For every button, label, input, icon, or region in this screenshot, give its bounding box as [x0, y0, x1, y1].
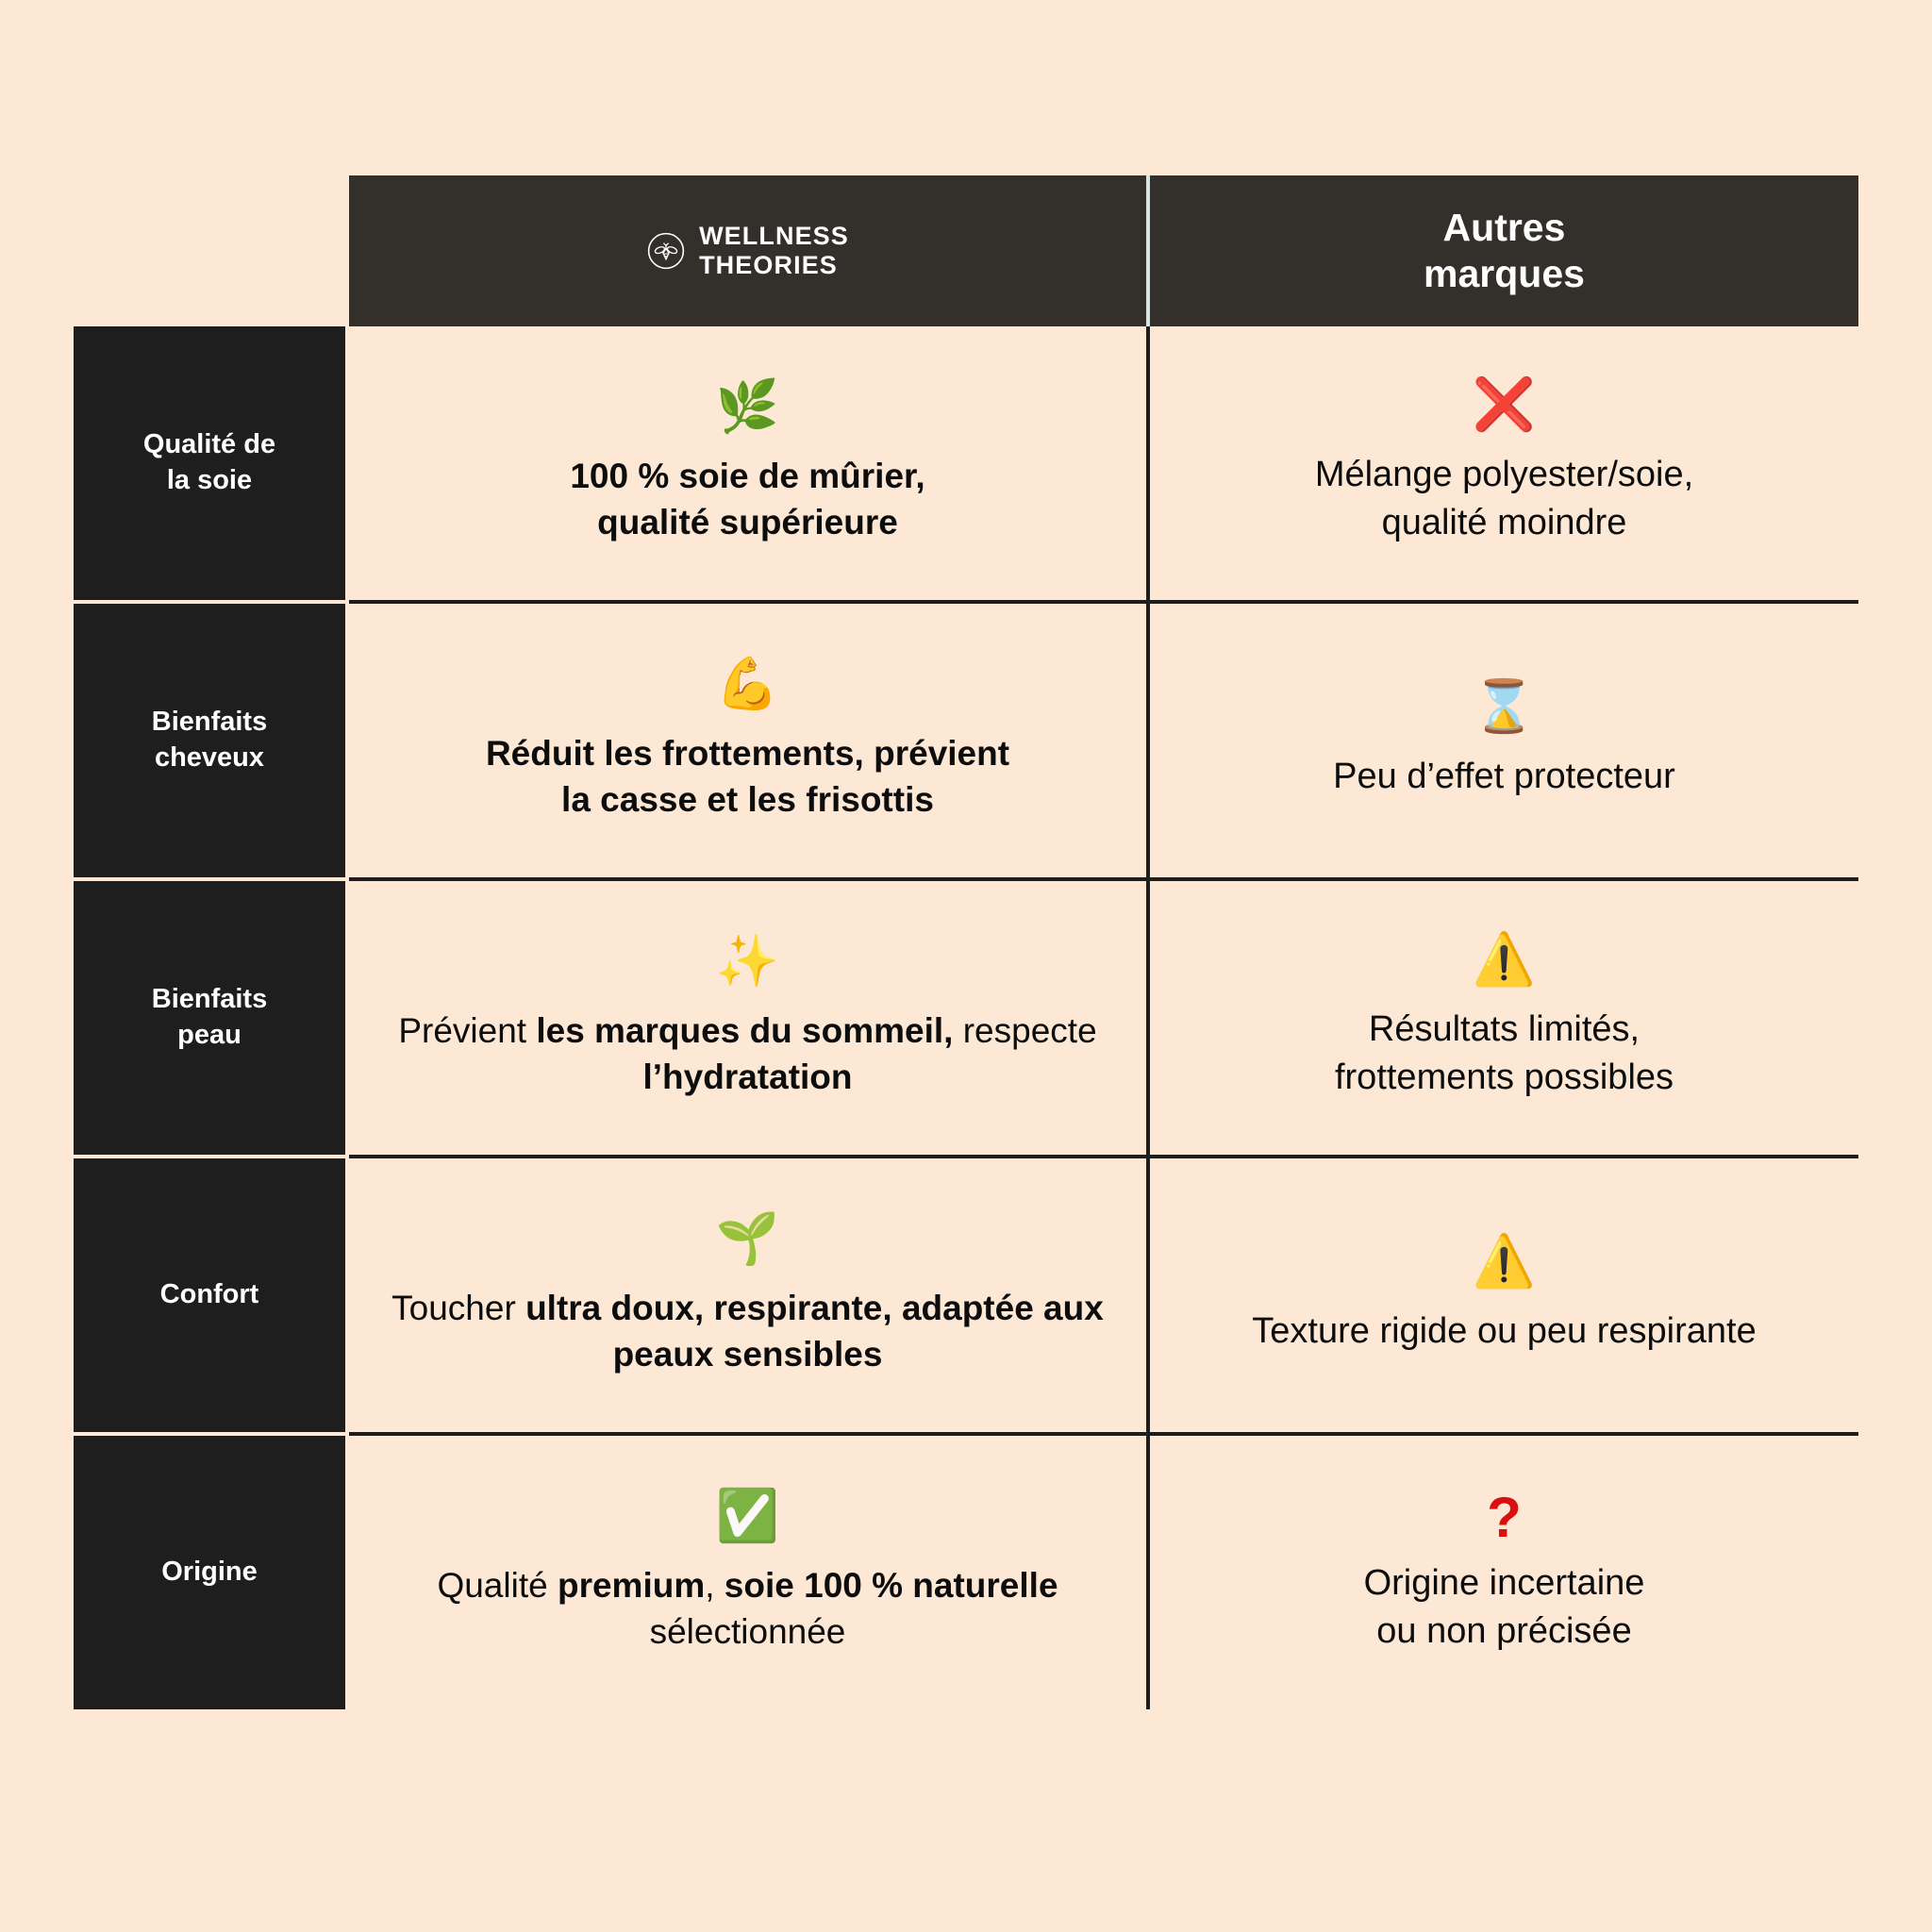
brand-lockup: WELLNESS THEORIES	[646, 222, 849, 281]
cell-brand-text: Prévient les marques du sommeil, respect…	[377, 1008, 1118, 1100]
row-divider	[1146, 1432, 1150, 1436]
row-divider	[349, 1432, 1146, 1436]
cell-brand-qualite-de-la-soie: 🌿 100 % soie de mûrier, qualité supérieu…	[349, 326, 1146, 600]
cell-brand-text: 100 % soie de mûrier, qualité supérieure	[570, 453, 924, 545]
cell-text-segment: premium	[557, 1565, 706, 1605]
sparkles-emoji-icon: ✨	[715, 932, 780, 990]
row-label-gap	[345, 1158, 349, 1432]
cell-other-text: Résultats limités, frottements possibles	[1334, 1009, 1674, 1097]
cell-other-text: Peu d’effet protecteur	[1333, 756, 1675, 796]
header-cell-other-brands: Autres marques	[1150, 175, 1858, 326]
row-label-gap	[345, 326, 349, 600]
cell-other-confort: ⚠️ Texture rigide ou peu respirante	[1150, 1158, 1858, 1432]
column-divider	[1146, 326, 1150, 600]
row-label-gap	[345, 881, 349, 1155]
cell-text-segment: qualité supérieure	[597, 503, 898, 541]
check-mark-button-emoji-icon: ✅	[715, 1487, 780, 1544]
cell-brand-origine: ✅ Qualité premium, soie 100 % naturelle …	[349, 1436, 1146, 1709]
cell-text-segment: la casse et les frisottis	[561, 780, 934, 819]
cell-brand-confort: 🌱 Toucher ultra doux, respirante, adapté…	[349, 1158, 1146, 1432]
brand-wordmark-line2: THEORIES	[699, 251, 838, 279]
row-label-gap	[345, 604, 349, 877]
row-label-bienfaits-peau: Bienfaits peau	[74, 881, 345, 1155]
header-cell-brand: WELLNESS THEORIES	[349, 175, 1146, 326]
column-divider	[1146, 604, 1150, 877]
seedling-emoji-icon: 🌱	[715, 1209, 780, 1267]
herb-emoji-icon: 🌿	[715, 377, 780, 435]
cell-other-origine: ? Origine incertaine ou non précisée	[1150, 1436, 1858, 1709]
brand-wordmark-line1: WELLNESS	[699, 221, 849, 250]
column-divider	[1146, 881, 1150, 1155]
row-label-bienfaits-cheveux: Bienfaits cheveux	[74, 604, 345, 877]
row-divider	[349, 877, 1146, 881]
cell-brand-bienfaits-peau: ✨ Prévient les marques du sommeil, respe…	[349, 881, 1146, 1155]
cell-brand-text: Réduit les frottements, prévient la cass…	[486, 730, 1009, 823]
cell-text-segment: sélectionnée	[649, 1612, 846, 1651]
cell-text-segment: l’hydratation	[642, 1058, 853, 1096]
hourglass-emoji-icon: ⌛	[1472, 677, 1537, 735]
column-divider	[1146, 1436, 1150, 1709]
comparison-table: WELLNESS THEORIES Autres marques Qualité…	[74, 175, 1858, 1709]
brand-wordmark: WELLNESS THEORIES	[699, 222, 849, 281]
row-divider	[1150, 877, 1858, 881]
cell-text-segment: les marques du sommeil,	[536, 1010, 954, 1050]
flexed-biceps-emoji-icon: 💪	[715, 655, 780, 712]
cell-other-qualite-de-la-soie: ❌ Mélange polyester/soie, qualité moindr…	[1150, 326, 1858, 600]
row-divider	[1150, 1155, 1858, 1158]
header-other-brands-label: Autres marques	[1424, 205, 1585, 295]
header-vertical-divider	[1146, 175, 1150, 326]
row-divider	[1150, 1432, 1858, 1436]
header-corner-spacer	[74, 175, 349, 326]
cell-text-segment: Toucher	[391, 1288, 526, 1327]
row-label-qualite-de-la-soie: Qualité de la soie	[74, 326, 345, 600]
row-divider	[1146, 600, 1150, 604]
cell-text-segment: ultra doux, respirante, adaptée aux peau…	[525, 1288, 1104, 1374]
cell-brand-text: Toucher ultra doux, respirante, adaptée …	[377, 1285, 1118, 1377]
warning-emoji-icon: ⚠️	[1472, 931, 1537, 989]
cell-other-bienfaits-cheveux: ⌛ Peu d’effet protecteur	[1150, 604, 1858, 877]
row-divider	[1150, 600, 1858, 604]
cell-other-text: Origine incertaine ou non précisée	[1363, 1563, 1645, 1651]
row-divider	[349, 1155, 1146, 1158]
bee-botanical-circle-logo-icon	[646, 231, 686, 271]
warning-emoji-icon: ⚠️	[1472, 1232, 1537, 1290]
cell-text-segment: 100 % soie de mûrier,	[570, 456, 925, 495]
red-question-mark-icon: ?	[1487, 1486, 1522, 1550]
cell-text-segment: soie 100 % naturelle	[724, 1565, 1058, 1605]
comparison-grid: WELLNESS THEORIES Autres marques Qualité…	[74, 175, 1858, 1709]
cell-other-bienfaits-peau: ⚠️ Résultats limités, frottements possib…	[1150, 881, 1858, 1155]
row-label-origine: Origine	[74, 1436, 345, 1709]
cell-other-text: Texture rigide ou peu respirante	[1252, 1310, 1757, 1351]
cell-brand-text: Qualité premium, soie 100 % naturelle sé…	[377, 1562, 1118, 1655]
cell-text-segment: respecte	[953, 1010, 1097, 1050]
row-divider	[349, 600, 1146, 604]
cross-mark-emoji-icon: ❌	[1472, 376, 1537, 434]
row-divider	[1146, 1155, 1150, 1158]
row-divider	[1146, 877, 1150, 881]
cell-brand-bienfaits-cheveux: 💪 Réduit les frottements, prévient la ca…	[349, 604, 1146, 877]
cell-text-segment: ,	[705, 1565, 724, 1605]
cell-text-segment: Qualité	[437, 1565, 558, 1605]
row-label-confort: Confort	[74, 1158, 345, 1432]
row-label-gap	[345, 1436, 349, 1709]
cell-text-segment: Réduit les frottements, prévient	[485, 733, 1010, 773]
cell-text-segment: Prévient	[398, 1010, 537, 1050]
cell-other-text: Mélange polyester/soie, qualité moindre	[1314, 455, 1694, 542]
column-divider	[1146, 1158, 1150, 1432]
